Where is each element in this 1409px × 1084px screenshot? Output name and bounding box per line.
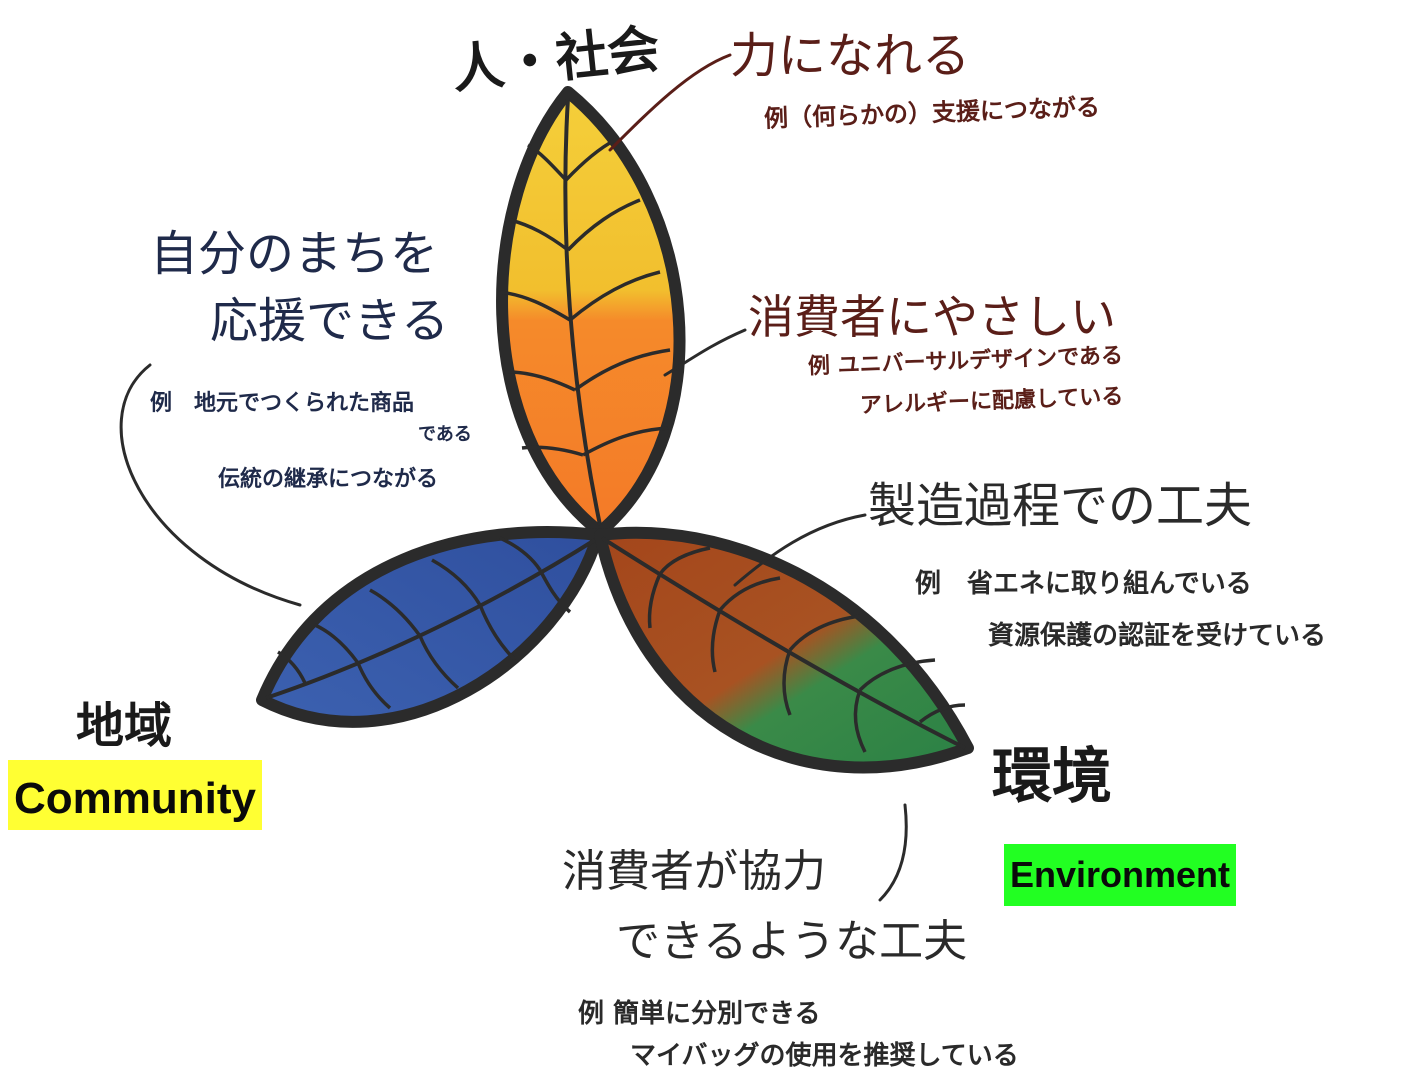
connector-local <box>119 363 302 607</box>
caption-local-line2: 応援できる <box>210 293 450 349</box>
label-environment-en: Environment <box>1004 844 1237 906</box>
caption-cooperate-ex1: 例 簡単に分別できる <box>578 999 821 1029</box>
caption-power-title: 力になれる <box>730 28 971 84</box>
caption-cooperate-line2: できるような工夫 <box>616 916 968 967</box>
caption-manufacturing-ex2: 資源保護の認証を受けている <box>988 621 1327 651</box>
caption-manufacturing-ex1: 例 省エネに取り組んでいる <box>915 569 1252 599</box>
leaf-society <box>496 86 686 538</box>
caption-consumer-title: 消費者にやさしい <box>748 290 1116 344</box>
caption-cooperate-line1: 消費者が協力 <box>562 846 826 897</box>
caption-local-line1: 自分のまちを <box>150 226 439 282</box>
connector-power <box>608 53 732 152</box>
leaf-community <box>256 526 604 728</box>
caption-manufacturing-title: 製造過程での工夫 <box>868 478 1253 534</box>
connector-lines <box>119 53 908 902</box>
heading-environment: 環境 <box>992 742 1112 812</box>
caption-local-ex1: 例 地元でつくられた商品 <box>150 391 415 416</box>
caption-local-ex3: 伝統の継承につながる <box>218 467 439 492</box>
connector-manufacturing <box>733 513 867 587</box>
connector-cooperate <box>878 803 908 902</box>
caption-cooperate-ex2: マイバッグの使用を推奨している <box>630 1041 1019 1071</box>
leaf-environment <box>594 526 974 774</box>
heading-community: 地域 <box>76 698 173 754</box>
caption-local-ex2: である <box>418 424 472 445</box>
label-community-en: Community <box>8 760 262 830</box>
connector-consumer <box>663 328 747 377</box>
